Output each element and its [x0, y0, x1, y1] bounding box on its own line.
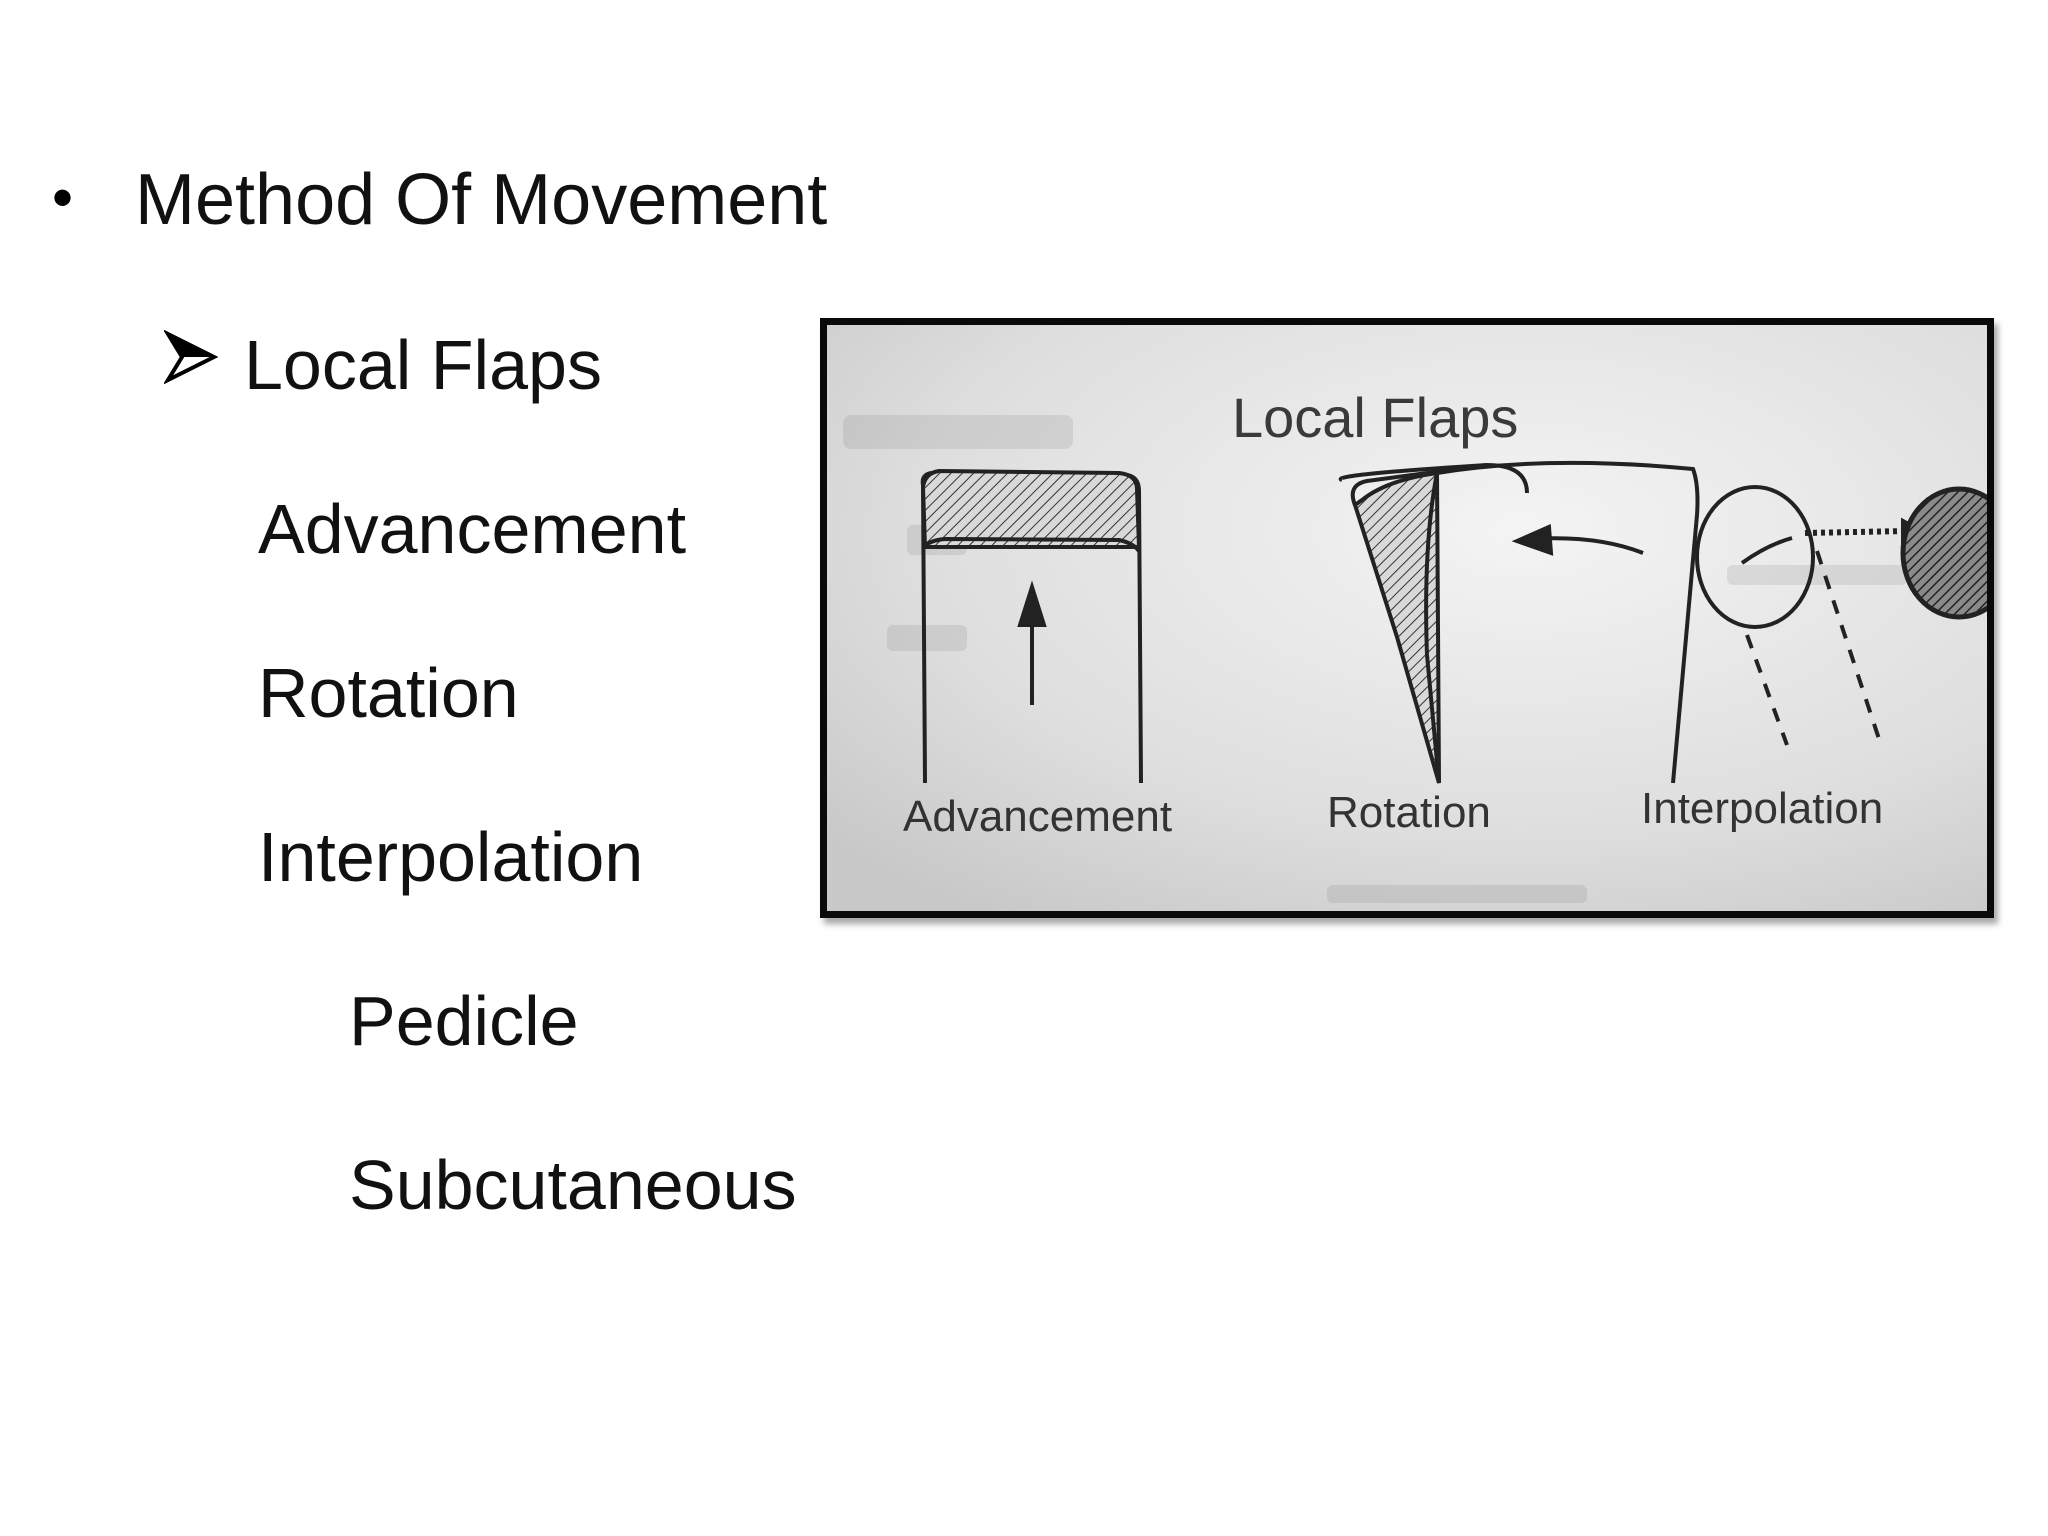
figure-label-advancement: Advancement: [903, 792, 1172, 841]
advancement-flap-drawing: [920, 468, 1143, 784]
heading-method-of-movement: Method Of Movement: [135, 160, 828, 240]
local-flaps-figure: Local Flaps Advancement Rotation: [820, 318, 1994, 918]
figure-label-interpolation: Interpolation: [1641, 784, 1883, 833]
list-item-rotation: Rotation: [258, 654, 519, 732]
list-item-subcutaneous: Subcutaneous: [349, 1146, 797, 1224]
local-flaps-diagram: Local Flaps Advancement Rotation: [827, 325, 1987, 911]
list-item-interpolation: Interpolation: [258, 818, 644, 896]
rotation-flap-drawing: [1338, 460, 1700, 784]
subheading-local-flaps: Local Flaps: [244, 326, 602, 404]
figure-title: Local Flaps: [1232, 386, 1518, 449]
list-item-pedicle: Pedicle: [349, 982, 579, 1060]
arrow-bullet-icon: [164, 330, 218, 384]
list-item-advancement: Advancement: [258, 490, 687, 568]
figure-label-rotation: Rotation: [1327, 788, 1491, 837]
interpolation-flap-drawing: [1695, 485, 1987, 746]
bullet-dot-icon: •: [52, 164, 74, 231]
